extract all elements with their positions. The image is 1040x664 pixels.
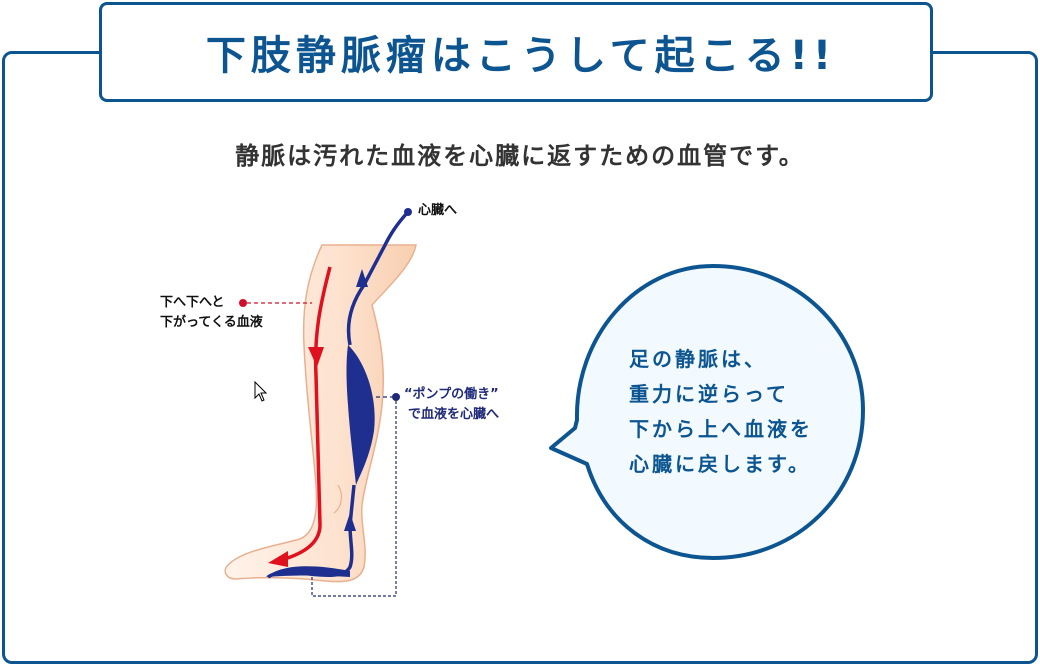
page-title: 下肢静脈瘤はこうして起こる!! [205,33,837,79]
bubble-line-1: 足の静脈は、 [629,347,767,371]
label-blood-falling: 下へ下へと 下がってくる血液 [160,293,263,333]
leg-diagram: 心臓へ 下へ下へと 下がってくる血液 “ポンプの働き” で血液を心臓へ [150,195,550,605]
bubble-line-2: 重力に逆らって [629,382,789,406]
label-to-heart: 心臓へ [418,203,458,218]
bubble-line-4: 心臓に戻します。 [629,452,811,476]
label-blood-falling-line2: 下がってくる血液 [160,315,263,330]
speech-bubble-icon [549,264,865,560]
mouse-cursor-icon [254,380,268,407]
label-pump-action-line1: “ポンプの働き” [404,387,499,402]
bubble-text: 足の静脈は、 重力に逆らって 下から上へ血液を 心臓に戻します。 [629,342,813,482]
leg-illustration-icon [224,208,417,597]
label-pump-action-line2: で血液を心臓へ [408,407,500,422]
label-pump-action: “ポンプの働き” で血液を心臓へ [404,385,499,425]
speech-bubble: 足の静脈は、 重力に逆らって 下から上へ血液を 心臓に戻します。 [545,258,875,568]
title-box: 下肢静脈瘤はこうして起こる!! [99,2,933,102]
bubble-line-3: 下から上へ血液を [629,417,813,441]
label-blood-falling-line1: 下へ下へと [160,295,225,310]
subtitle: 静脈は汚れた血液を心臓に返すための血管です。 [235,142,805,170]
